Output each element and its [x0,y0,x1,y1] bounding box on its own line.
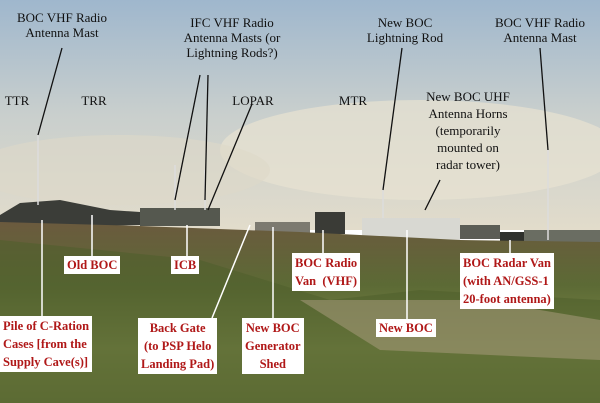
label-line: Lightning Rod [366,30,444,45]
label-line: New BOC [377,15,433,30]
label-line: (to PSP Helo [143,339,212,353]
label-line: Back Gate [149,321,206,335]
label-line: radar tower) [436,157,500,172]
label-line: Antenna Mast [25,25,99,40]
label-line: IFC VHF Radio [190,15,274,30]
label-old-boc: Old BOC [64,256,121,274]
label-line: Lightning Rods?) [186,45,278,60]
label-line: Pile of C-Ration [3,319,90,333]
label-line: Landing Pad) [141,357,215,371]
label-line: BOC VHF Radio [494,15,586,30]
label-line: 20-foot antenna) [463,292,551,306]
label-line: (with AN/GSS-1 [463,274,549,288]
label-lopar: LOPAR [232,93,274,108]
label-line: (temporarily [435,123,501,138]
label-mtr: MTR [338,93,368,108]
label-line: Supply Cave(s)] [3,355,89,369]
label-uhf-horns: New BOC UHF Antenna Horns (temporarily moun… [426,88,510,173]
label-line: Cases [from the [3,337,87,351]
label-line: BOC VHF Radio [16,10,108,25]
label-radar-van: BOC Radar Van (with AN/GSS-1 20-foot anten… [460,253,554,309]
label-line: Antenna Masts (or [183,30,281,45]
label-line: BOC Radio [295,256,358,270]
label-line: New BOC UHF [426,89,510,104]
top-leader-lines [37,47,549,211]
label-icb: ICB [171,256,200,274]
label-new-boc: New BOC [376,319,436,337]
label-line: Antenna Mast [503,30,577,45]
label-ttr: TTR [4,93,30,108]
label-trr: TRR [81,93,107,108]
label-line: Antenna Horns [428,106,508,121]
bottom-leader-lines [41,215,511,319]
label-line: New BOC [245,321,300,335]
label-line: Generator [245,339,301,353]
label-line: mounted on [437,140,499,155]
label-line: BOC Radar Van [463,256,551,270]
label-line: Van (VHF) [295,274,358,288]
label-line: Shed [259,357,286,371]
